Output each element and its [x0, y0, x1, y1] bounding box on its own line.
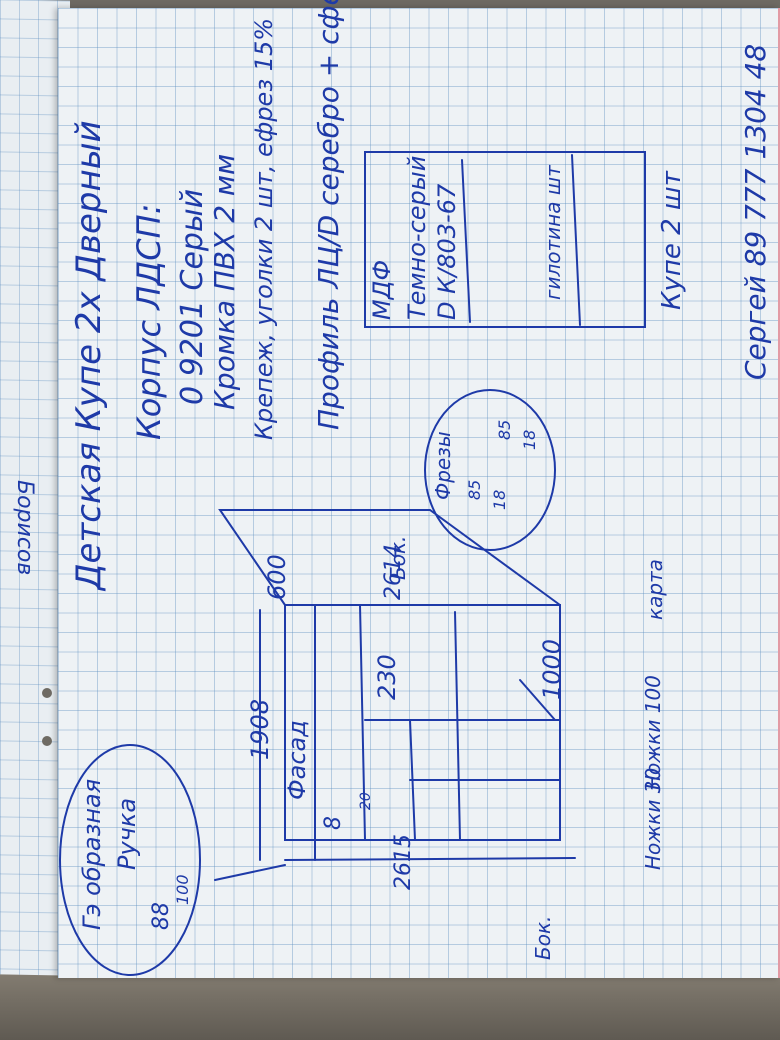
korpus-line: Корпус ЛДСП: — [130, 204, 168, 440]
door-mdf: МДФ — [368, 260, 396, 320]
frezy-85: 85 — [465, 480, 484, 500]
height-dimension: 1908 — [246, 699, 274, 760]
nozhki-30-label: Ножки 30 — [641, 768, 665, 870]
shelf-dimension: 230 — [373, 654, 401, 700]
wardrobe-sketch — [214, 509, 576, 881]
fasteners-line: Крепеж, уголки 2 шт, ефрез 15% — [250, 18, 278, 440]
shelf-side-dimension: 1000 — [538, 639, 566, 700]
frezy-18b: 18 — [520, 430, 539, 450]
nozhki-100-label: Ножки 100 — [641, 675, 665, 790]
phone-line: Сергей 89 777 1304 48 — [739, 44, 772, 380]
handle-text-2: Ручка — [113, 798, 141, 870]
handle-text-1: Гэ образная — [78, 779, 106, 930]
binder-hole — [42, 736, 52, 746]
edge-line: Кромка ПВХ 2 мм — [208, 154, 241, 410]
left-page-fragment: Борисов — [12, 480, 37, 575]
door-color: Темно-серый — [403, 156, 431, 320]
width-bottom-dimension: 2615 — [391, 834, 416, 890]
inner-small-dimension: 20 — [358, 792, 374, 810]
bok-bottom-label: Бок. — [531, 916, 555, 960]
bok-top-label: Бок. — [386, 536, 410, 580]
frezy-18a: 18 — [490, 490, 509, 510]
binder-hole — [42, 688, 52, 698]
door-guillotine: гилотина шт — [541, 164, 565, 300]
handle-num-1: 88 — [149, 902, 174, 930]
width-top-dimension: 2614 — [381, 544, 406, 600]
frezy-85b: 85 — [495, 420, 514, 440]
door-code: D К/803-67 — [433, 183, 461, 320]
margin-line — [778, 8, 780, 978]
door-spec-box: МДФ Темно-серый D К/803-67 гилотина шт К… — [364, 151, 687, 328]
niche-dimension: 8 — [321, 816, 346, 830]
karta-label: карта — [643, 559, 667, 620]
frezy-label: Фрезы — [431, 431, 455, 500]
facade-label: Фасад — [283, 720, 311, 800]
frezy-oval — [424, 389, 556, 551]
door-caption: Купе 2 шт — [657, 170, 687, 310]
profile-line: Профиль ЛЦ/D серебро + сферы — [312, 0, 345, 430]
color-line: 0 9201 Серый — [175, 189, 210, 405]
title-line: Детская Купе 2х Дверный — [69, 120, 109, 592]
notebook-page — [42, 8, 780, 978]
handle-num-2: 100 — [173, 874, 192, 905]
handle-callout-oval — [59, 744, 201, 976]
depth-dimension: 600 — [263, 554, 291, 600]
